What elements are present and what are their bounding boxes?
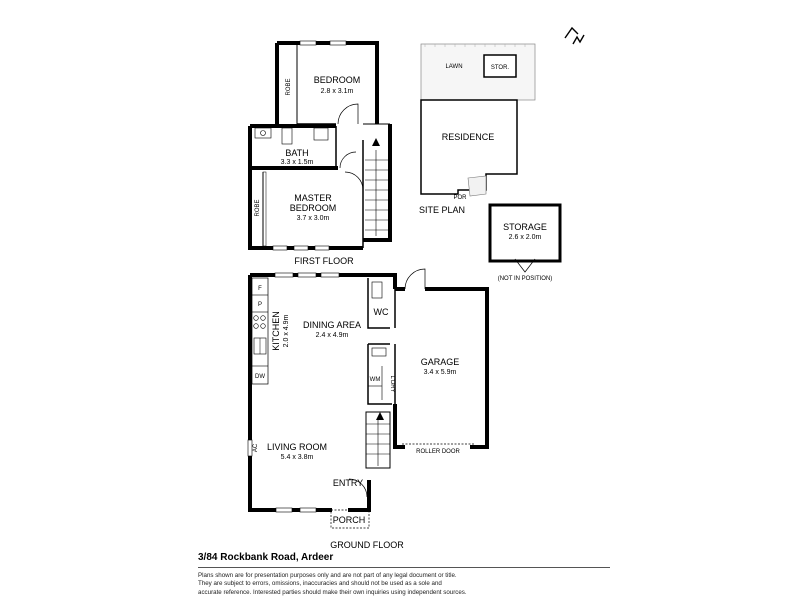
kitchen-bench xyxy=(251,277,269,385)
porch-area xyxy=(467,175,487,197)
door xyxy=(344,171,364,191)
basin xyxy=(254,127,272,139)
storage-note: (NOT IN POSITION) xyxy=(498,276,553,282)
master-bedroom-dims: 3.7 x 3.0m xyxy=(297,215,330,222)
garage-dims: 3.4 x 5.9m xyxy=(424,369,457,376)
first-floor-plan: BEDROOM 2.8 x 3.1m ROBE BATH 3.3 x 1.5m … xyxy=(248,40,392,266)
site-plan: STOR. LAWN RESIDENCE POR SITE PLAN xyxy=(419,43,536,215)
toilet xyxy=(281,127,293,145)
stairs-ground xyxy=(365,411,391,469)
ground-floor-caption: GROUND FLOOR xyxy=(330,540,404,550)
storage-plan: STORAGE 2.6 x 2.0m (NOT IN POSITION) xyxy=(488,203,562,282)
pantry-label: P xyxy=(258,302,262,308)
fence-ticks xyxy=(424,44,526,47)
tap xyxy=(260,130,266,136)
wall xyxy=(425,287,489,449)
disclaimer: Plans shown are for presentation purpose… xyxy=(198,572,618,597)
site-storage-box xyxy=(483,54,517,78)
roller-door-label: ROLLER DOOR xyxy=(416,449,460,455)
dining-label: DINING AREA xyxy=(303,320,361,330)
robe-label: ROBE xyxy=(286,78,292,95)
disclaimer-line: Plans shown are for presentation purpose… xyxy=(198,572,457,579)
kitchen-dims: 2.0 x 4.9m xyxy=(283,314,290,347)
robe-door xyxy=(262,171,267,247)
garage-door xyxy=(404,268,426,290)
entry-door xyxy=(348,478,368,498)
master-bedroom-label-line1: MASTER xyxy=(294,193,332,203)
site-storage-label: STOR. xyxy=(491,65,510,71)
wall xyxy=(367,344,392,405)
window xyxy=(314,245,330,251)
wall xyxy=(363,124,392,242)
window xyxy=(247,439,253,457)
stair-treads xyxy=(366,418,390,466)
disclaimer-line: They are subject to errors, omissions, i… xyxy=(198,580,442,588)
vanity xyxy=(313,127,329,141)
window xyxy=(329,40,347,46)
kitchen-label: KITCHEN xyxy=(271,311,281,351)
living-dims: 5.4 x 3.8m xyxy=(281,454,314,461)
window xyxy=(299,40,317,46)
door xyxy=(339,151,357,169)
dining-dims: 2.4 x 4.9m xyxy=(316,332,349,339)
entry-label: ENTRY xyxy=(333,478,363,488)
porch-label: PORCH xyxy=(333,515,366,525)
lawn-area xyxy=(420,43,536,101)
robe-label: ROBE xyxy=(255,199,261,216)
property-address: 3/84 Rockbank Road, Ardeer xyxy=(198,552,334,563)
window xyxy=(299,507,317,513)
storage-label: STORAGE xyxy=(503,222,547,232)
wc-label: WC xyxy=(374,307,389,317)
disclaimer-line: accurate reference. Interested parties s… xyxy=(198,588,467,596)
bath-dims: 3.3 x 1.5m xyxy=(281,159,314,166)
porch-outline xyxy=(330,509,370,529)
north-arrow-icon xyxy=(564,26,585,45)
window xyxy=(320,272,340,278)
first-floor-caption: FIRST FLOOR xyxy=(294,256,354,266)
storage-dims: 2.6 x 2.0m xyxy=(509,234,542,241)
master-bedroom-label-line2: BEDROOM xyxy=(290,203,337,213)
divider-line xyxy=(198,567,610,568)
window xyxy=(274,272,294,278)
dishwasher-label: DW xyxy=(255,374,265,380)
cooktop-icon xyxy=(253,315,266,329)
bedroom-label: BEDROOM xyxy=(314,75,361,85)
window xyxy=(293,245,309,251)
wall xyxy=(367,278,390,329)
bedroom-dims: 2.8 x 3.1m xyxy=(321,88,354,95)
storage-door xyxy=(514,258,536,273)
site-plan-caption: SITE PLAN xyxy=(419,205,465,215)
storage-outline xyxy=(488,203,562,263)
fridge-label: F xyxy=(258,286,262,292)
lawn-label: LAWN xyxy=(445,64,462,70)
toilet xyxy=(371,281,383,299)
window xyxy=(275,507,293,513)
wall xyxy=(393,404,405,449)
trough xyxy=(371,347,387,357)
wall xyxy=(248,275,332,512)
door xyxy=(337,103,359,125)
living-label: LIVING ROOM xyxy=(267,442,327,452)
stair-arrow-icon xyxy=(372,138,380,146)
ground-floor-plan: F P DW KITCHEN 2.0 x 4.9m DINING AREA 2.… xyxy=(247,268,489,550)
por-label: POR xyxy=(453,195,467,201)
laundry-label: L'DRY xyxy=(389,375,395,392)
window xyxy=(297,272,317,278)
wall xyxy=(348,480,371,512)
washing-machine-label: WM xyxy=(370,377,381,383)
stairs-first xyxy=(365,150,388,236)
ac-label: AC xyxy=(253,443,259,452)
window xyxy=(272,245,288,251)
stair-arrow-icon xyxy=(376,412,384,420)
residence-label: RESIDENCE xyxy=(442,132,495,142)
garage-label: GARAGE xyxy=(421,357,460,367)
bath-label: BATH xyxy=(285,148,308,158)
